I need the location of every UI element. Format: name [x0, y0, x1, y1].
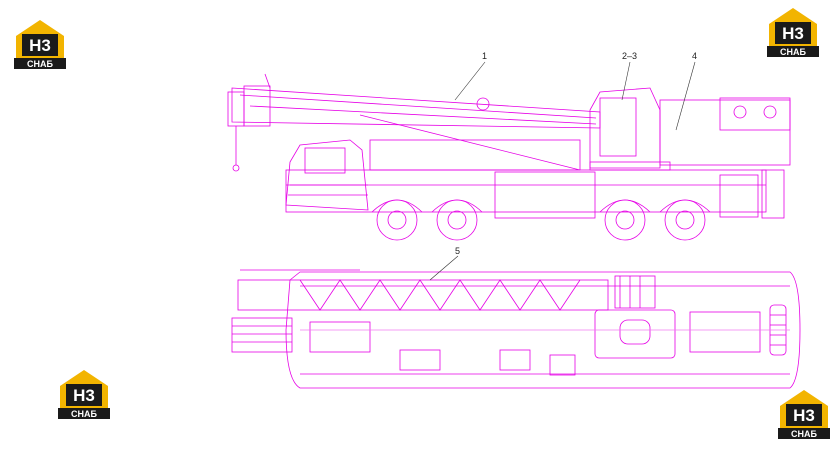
house-logo-icon: H3 СНАБ [14, 20, 66, 69]
top-deck-details [300, 321, 790, 376]
house-logo-icon: H3 СНАБ [58, 370, 110, 419]
logo-mark: H3 [73, 386, 95, 405]
logo-top-right: H3 СНАБ [765, 6, 821, 58]
logo-bottom-right: H3 СНАБ [776, 388, 832, 440]
chassis [285, 139, 785, 219]
boom [227, 73, 601, 172]
top-turntable [594, 275, 787, 359]
callout-5: 5 [455, 246, 460, 256]
top-boom [231, 269, 609, 353]
logo-caption: СНАБ [27, 59, 53, 69]
house-logo-icon: H3 СНАБ [767, 8, 819, 57]
logo-mark: H3 [793, 406, 815, 425]
logo-caption: СНАБ [71, 409, 97, 419]
logo-caption: СНАБ [780, 47, 806, 57]
side-view [227, 73, 791, 241]
logo-mark: H3 [29, 36, 51, 55]
logo-mark: H3 [782, 24, 804, 43]
house-logo-icon: H3 СНАБ [778, 390, 830, 439]
superstructure [589, 87, 791, 171]
callout-2-3: 2–3 [622, 51, 637, 61]
carrier-cab [285, 139, 369, 211]
logo-caption: СНАБ [791, 429, 817, 439]
leader-lines [429, 61, 696, 281]
wheels [371, 199, 711, 241]
callout-1: 1 [482, 51, 487, 61]
logo-top-left: H3 СНАБ [12, 18, 68, 70]
logo-bottom-left: H3 СНАБ [56, 368, 112, 420]
top-view [231, 269, 801, 389]
callout-4: 4 [692, 51, 697, 61]
top-view-outline [285, 271, 801, 389]
